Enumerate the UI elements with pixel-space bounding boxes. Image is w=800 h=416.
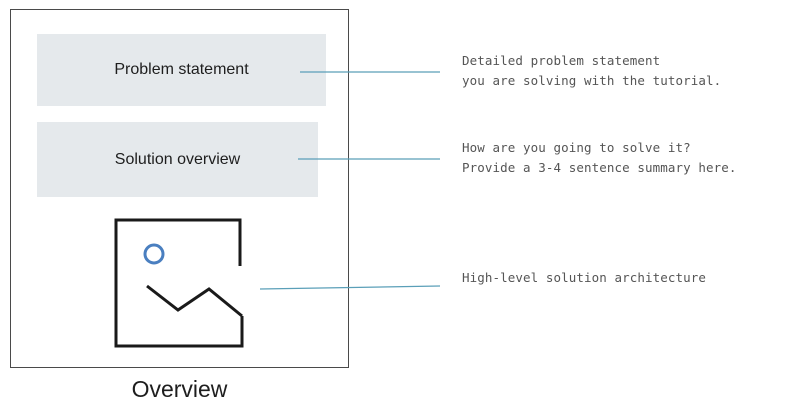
problem-statement-box: Problem statement (37, 34, 326, 106)
problem-statement-label: Problem statement (114, 61, 249, 78)
solution-overview-box: Solution overview (37, 122, 318, 197)
architecture-annotation-line-1: High-level solution architecture (462, 270, 707, 285)
solution-annotation-line-1: How are you going to solve it? (462, 140, 691, 155)
solution-annotation: How are you going to solve it? Provide a… (462, 138, 737, 178)
solution-overview-label: Solution overview (114, 150, 241, 168)
solution-annotation-line-2: Provide a 3-4 sentence summary here. (462, 160, 737, 175)
architecture-annotation: High-level solution architecture (462, 268, 706, 288)
overview-caption: Overview (131, 376, 228, 402)
problem-annotation-line-2: you are solving with the tutorial. (462, 73, 722, 88)
problem-annotation-line-1: Detailed problem statement (462, 53, 661, 68)
problem-annotation: Detailed problem statement you are solvi… (462, 51, 721, 91)
